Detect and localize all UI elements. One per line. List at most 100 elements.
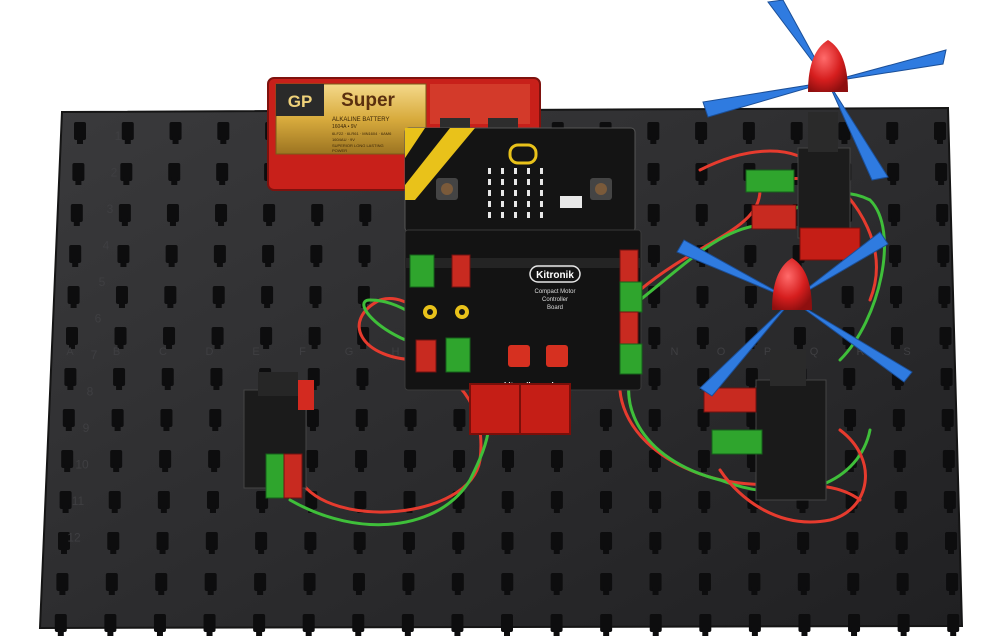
baseplate-slot [61,450,74,468]
baseplate-slot-notch [800,546,807,554]
column-letter: Q [810,346,819,358]
microbit-led [488,201,491,207]
column-letter: O [717,346,726,358]
baseplate-slot [599,409,612,427]
baseplate-slot-notch [454,628,461,636]
baseplate-slot-notch [702,628,709,636]
microbit-led [501,179,504,185]
baseplate-slot [647,163,660,181]
baseplate-slot-notch [945,464,952,472]
baseplate-slot [945,532,957,550]
baseplate-slot-notch [167,300,174,308]
baseplate-slot [311,204,324,222]
microbit-led-grid [488,168,543,218]
baseplate-slot [896,573,909,591]
baseplate-slot [941,409,954,427]
baseplate-slot-notch [65,423,72,431]
row-number: 7 [91,348,98,362]
baseplate-slot-notch [898,546,905,554]
propeller-blade [791,299,913,383]
baseplate-slot [697,450,710,468]
baseplate-slot-notch [212,423,219,431]
baseplate-slot [66,327,78,345]
baseplate-slot-notch [747,259,754,267]
baseplate-slot [58,532,70,550]
baseplate-slot [303,573,316,591]
baseplate-slot [892,409,905,427]
baseplate-slot [204,573,217,591]
board-title-line-3: Board [547,305,563,311]
baseplate-slot [356,368,369,386]
baseplate-slot [550,614,563,632]
baseplate-slot-notch [750,546,757,554]
baseplate-slot [501,491,514,509]
microbit-led [501,212,504,218]
baseplate-slot-notch [156,628,163,636]
baseplate-slot-notch [747,300,754,308]
battery-name: Super [341,90,395,111]
motor-shaft-housing [808,112,838,152]
column-letter: H [392,346,400,358]
baseplate-slot-notch [358,464,365,472]
baseplate-slot-notch [746,218,753,226]
baseplate-slot [104,614,117,632]
microbit-led [527,212,530,218]
plug-green [445,337,471,373]
baseplate-slot-notch [603,628,610,636]
push-button[interactable] [546,345,568,367]
baseplate-slot-notch [553,546,560,554]
baseplate-slot-notch [162,464,169,472]
baseplate-slot-notch [698,218,705,226]
baseplate-slot [121,122,134,140]
baseplate-slot-notch [259,505,266,513]
row-number: 3 [107,202,114,216]
push-button[interactable] [508,345,530,367]
baseplate-slot [401,614,414,632]
baseplate-slot-notch [699,300,706,308]
baseplate-slot-notch [946,505,953,513]
baseplate-slot-notch [949,587,956,595]
baseplate-slot-notch [209,505,216,513]
baseplate-slot [358,245,371,263]
baseplate-slot-notch [213,382,220,390]
row-number: 5 [99,275,106,289]
baseplate-slot [310,245,323,263]
microbit-led [514,179,517,185]
baseplate-slot [501,573,514,591]
plug-green [711,429,763,455]
baseplate-slot [846,532,859,550]
button-b-cap [595,183,607,195]
baseplate-slot [74,122,86,140]
baseplate-slot [550,450,563,468]
baseplate-slot-notch [116,382,123,390]
baseplate-slot [748,573,761,591]
baseplate-slot-notch [950,628,957,636]
baseplate-slot-notch [894,382,901,390]
baseplate-slot [403,491,416,509]
baseplate-slot-notch [650,259,657,267]
baseplate-slot-notch [107,628,114,636]
baseplate-slot-notch [745,136,752,144]
microbit-led [540,212,543,218]
baseplate-slot-notch [216,259,223,267]
motor-shaft-housing [770,350,806,386]
baseplate-slot-notch [59,587,66,595]
baseplate-slot [59,491,72,509]
baseplate-slot-notch [698,136,705,144]
motor-body [797,147,851,239]
baseplate-slot-notch [73,218,80,226]
row-number: 1 [115,129,122,143]
baseplate-slot [302,614,315,632]
baseplate-slot-notch [264,300,271,308]
plug-red [451,254,471,288]
propeller-cap [772,258,812,310]
switch-lever[interactable] [298,380,314,410]
column-letter: C [159,346,167,358]
baseplate-slot-notch [362,218,369,226]
baseplate-slot-notch [72,259,79,267]
baseplate-slot [166,204,179,222]
propeller-cap [808,40,848,92]
baseplate-slot-notch [504,587,511,595]
baseplate-slot-notch [404,628,411,636]
